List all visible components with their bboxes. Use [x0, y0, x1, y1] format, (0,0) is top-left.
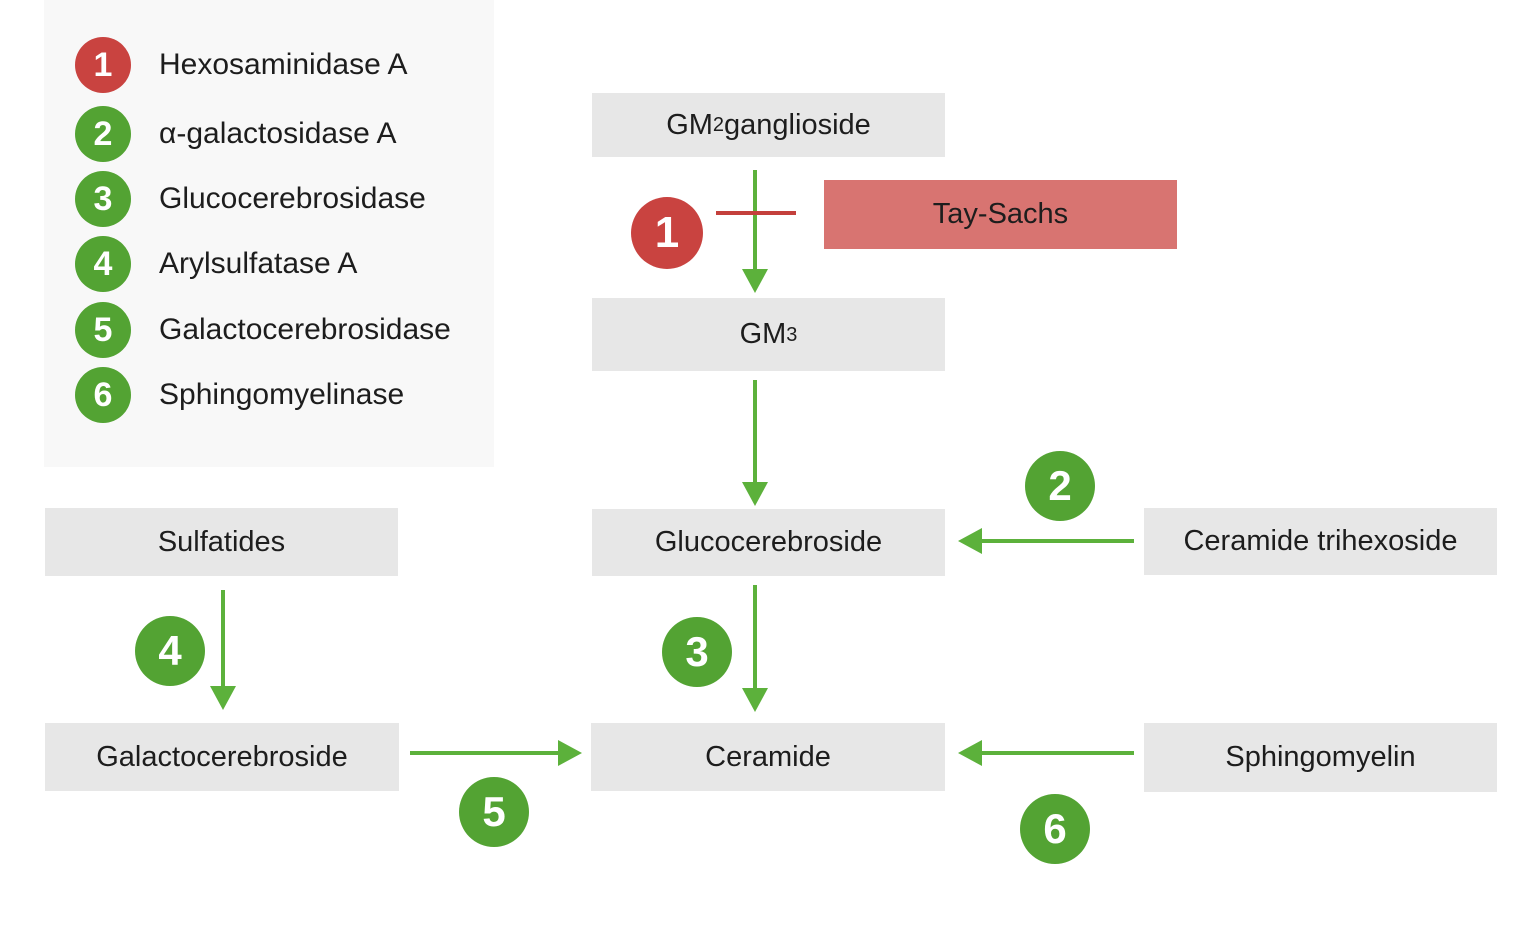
arrowhead-left-icon [958, 528, 982, 554]
disease-box-tay-sachs: Tay-Sachs [824, 180, 1177, 249]
legend-item-sphingomyelinase: 6 Sphingomyelinase [75, 367, 404, 423]
pathway-marker-1-hexosaminidase-a: 1 [631, 197, 703, 269]
legend-label: Galactocerebrosidase [159, 313, 451, 346]
enzyme-2-badge: 2 [75, 106, 131, 162]
arrowhead-down-icon [742, 482, 768, 506]
inhibition-line [716, 211, 796, 215]
arrow-gm3-to-glucocerebroside [753, 380, 757, 482]
arrow-gm2-to-gm3 [753, 170, 757, 269]
legend-label: Hexosaminidase A [159, 48, 408, 81]
node-sphingomyelin: Sphingomyelin [1144, 723, 1497, 792]
pathway-marker-2-alpha-galactosidase-a: 2 [1025, 451, 1095, 521]
node-label: Ceramide trihexoside [1183, 525, 1458, 557]
node-label: Sulfatides [157, 525, 286, 558]
pathway-marker-6-sphingomyelinase: 6 [1020, 794, 1090, 864]
arrow-galactocerebroside-to-ceramide [410, 751, 558, 755]
legend-label: α-galactosidase A [159, 117, 397, 150]
node-label: ganglioside [724, 108, 871, 141]
enzyme-3-badge: 3 [75, 171, 131, 227]
node-label: GM [666, 108, 713, 141]
arrow-ceramide-trihexoside-to-glucocerebroside [982, 539, 1134, 543]
arrowhead-right-icon [558, 740, 582, 766]
arrow-glucocerebroside-to-ceramide [753, 585, 757, 688]
disease-label: Tay-Sachs [932, 198, 1069, 230]
enzyme-4-badge: 4 [75, 236, 131, 292]
node-glucocerebroside: Glucocerebroside [592, 509, 945, 576]
node-label: Glucocerebroside [654, 526, 883, 558]
legend-item-hexosaminidase-a: 1 Hexosaminidase A [75, 37, 407, 93]
node-ceramide-trihexoside: Ceramide trihexoside [1144, 508, 1497, 575]
pathway-marker-4-arylsulfatase-a: 4 [135, 616, 205, 686]
legend-label: Glucocerebrosidase [159, 182, 426, 215]
arrowhead-down-icon [742, 688, 768, 712]
arrowhead-down-icon [210, 686, 236, 710]
enzyme-5-badge: 5 [75, 302, 131, 358]
legend-item-galactocerebrosidase: 5 Galactocerebrosidase [75, 302, 451, 358]
node-ceramide: Ceramide [591, 723, 945, 791]
node-label: Galactocerebroside [96, 740, 348, 773]
node-galactocerebroside: Galactocerebroside [45, 723, 399, 791]
arrow-sulfatides-to-galactocerebroside [221, 590, 225, 686]
legend-label: Sphingomyelinase [159, 378, 405, 411]
node-label: Ceramide [705, 740, 831, 773]
legend-label: Arylsulfatase A [159, 247, 358, 280]
pathway-marker-5-galactocerebrosidase: 5 [459, 777, 529, 847]
legend-item-glucocerebrosidase: 3 Glucocerebrosidase [75, 171, 426, 227]
enzyme-legend-panel: 1 Hexosaminidase A 2 α-galactosidase A 3… [44, 0, 494, 467]
node-sulfatides: Sulfatides [45, 508, 398, 576]
legend-item-alpha-galactosidase-a: 2 α-galactosidase A [75, 106, 396, 162]
arrowhead-down-icon [742, 269, 768, 293]
pathway-marker-3-glucocerebrosidase: 3 [662, 617, 732, 687]
legend-item-arylsulfatase-a: 4 Arylsulfatase A [75, 236, 357, 292]
enzyme-1-badge: 1 [75, 37, 131, 93]
arrowhead-left-icon [958, 740, 982, 766]
node-label: GM [739, 318, 787, 350]
node-label: Sphingomyelin [1225, 741, 1416, 773]
enzyme-6-badge: 6 [75, 367, 131, 423]
arrow-sphingomyelin-to-ceramide [982, 751, 1134, 755]
